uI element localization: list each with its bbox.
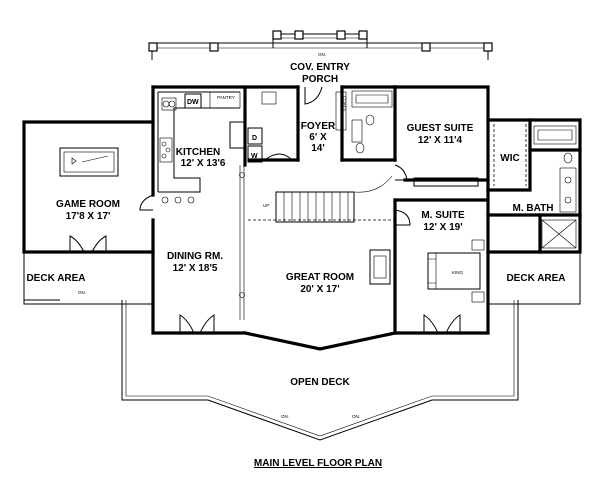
foyer-dims-2: 14'	[311, 143, 325, 154]
stove	[159, 137, 173, 163]
porch-post	[336, 30, 346, 40]
king-label: KING	[452, 270, 464, 275]
open-deck-name: OPEN DECK	[290, 377, 350, 388]
bar-stool	[187, 196, 195, 204]
master-suite-name: M. SUITE	[421, 210, 465, 221]
kitchen-name: KITCHEN	[176, 147, 220, 158]
stairs	[275, 191, 355, 223]
deck-left-name: DECK AREA	[26, 273, 85, 284]
pantry-label: PANTRY	[217, 95, 235, 100]
beam	[239, 165, 245, 320]
great-room-dims: 20' X 17'	[300, 284, 339, 295]
walk-in-closet: WIC	[493, 124, 527, 186]
dishwasher-label: DW	[187, 99, 199, 106]
porch-post	[294, 30, 304, 40]
cov-entry-porch-label: COV. ENTRY PORCH	[290, 62, 350, 85]
coats-label: COATS	[342, 96, 347, 111]
toilet	[355, 142, 365, 154]
deck-left-light-label: ON.	[78, 290, 86, 295]
guest-tub	[351, 90, 393, 108]
foyer: FOYER 6' X 14' COATS	[301, 86, 347, 154]
dryer-label: D	[252, 135, 257, 142]
guest-suite-door	[394, 164, 408, 181]
dining-room: DINING RM. 12' X 18'5	[167, 251, 223, 334]
nightstand	[471, 239, 485, 251]
kitchen: DW PANTRY KITCHEN 12' X 13'6	[157, 91, 245, 204]
deck-area-right: DECK AREA	[488, 252, 581, 305]
sink	[161, 97, 177, 111]
foyer-name: FOYER	[301, 121, 336, 132]
open-deck-light-label: ON.	[352, 414, 360, 419]
nightstand	[471, 291, 485, 303]
plan-title: MAIN LEVEL FLOOR PLAN	[254, 458, 382, 469]
pool-table	[59, 147, 119, 177]
great-room: UP GREAT ROOM 20' X 17'	[239, 165, 395, 320]
guest-suite: GUEST SUITE 12' X 11'4	[351, 90, 479, 187]
porch-post	[148, 42, 158, 52]
master-suite-patio-door	[423, 314, 461, 334]
master-bath: M. BATH	[513, 125, 577, 249]
deck-area-left: DECK AREA ON.	[23, 252, 153, 305]
pantry	[209, 91, 241, 109]
porch-post	[209, 42, 219, 52]
bar-stool	[161, 196, 169, 204]
bar-stool	[174, 196, 182, 204]
wic-name: WIC	[500, 153, 519, 164]
washer-label: W	[251, 153, 258, 160]
game-room-name: GAME ROOM	[56, 199, 120, 210]
stairs-up-label: UP	[263, 203, 269, 208]
game-room-patio-door	[69, 235, 107, 253]
fridge	[229, 121, 245, 149]
dining-dims: 12' X 18'5	[173, 263, 218, 274]
foyer-dims-1: 6' X	[309, 132, 327, 143]
open-deck: OPEN DECK ON. ON.	[121, 300, 519, 441]
dining-patio-door	[179, 314, 215, 334]
guest-suite-dims: 12' X 11'4	[418, 135, 463, 146]
cov-entry-line2: PORCH	[302, 74, 338, 85]
guest-toilet	[365, 114, 375, 126]
porch-post	[358, 30, 368, 40]
vanity	[351, 119, 363, 143]
game-room: GAME ROOM 17'8 X 17'	[56, 147, 154, 253]
master-suite-dims: 12' X 19'	[423, 222, 462, 233]
deck-right-name: DECK AREA	[506, 273, 565, 284]
master-shower	[541, 219, 577, 249]
laundry: D W	[247, 91, 293, 163]
covered-entry-porch: ON.	[148, 30, 493, 60]
master-bath-name: M. BATH	[513, 203, 554, 214]
open-deck-light-label: ON.	[281, 414, 289, 419]
laundry-sink	[261, 91, 277, 105]
guest-suite-name: GUEST SUITE	[407, 123, 474, 134]
front-door	[304, 86, 323, 105]
king-bed	[427, 252, 481, 290]
master-toilet	[563, 152, 573, 164]
porch-post	[421, 42, 431, 52]
porch-post	[483, 42, 493, 52]
great-room-name: GREAT ROOM	[286, 272, 354, 283]
master-vanity	[559, 167, 577, 213]
game-room-door	[139, 194, 154, 211]
fireplace	[369, 249, 391, 285]
washer	[247, 145, 263, 163]
porch-light-label: ON.	[318, 52, 326, 57]
cov-entry-line1: COV. ENTRY	[290, 62, 350, 73]
master-tub	[533, 125, 577, 145]
game-room-dims: 17'8 X 17'	[66, 211, 111, 222]
master-suite: M. SUITE 12' X 19' KING	[369, 209, 485, 334]
kitchen-dims: 12' X 13'6	[181, 158, 226, 169]
porch-post	[272, 30, 282, 40]
interior-walls	[151, 85, 582, 335]
hall-bath	[351, 119, 365, 154]
dryer	[247, 127, 263, 145]
coat-closet	[335, 91, 347, 131]
dining-name: DINING RM.	[167, 251, 223, 262]
